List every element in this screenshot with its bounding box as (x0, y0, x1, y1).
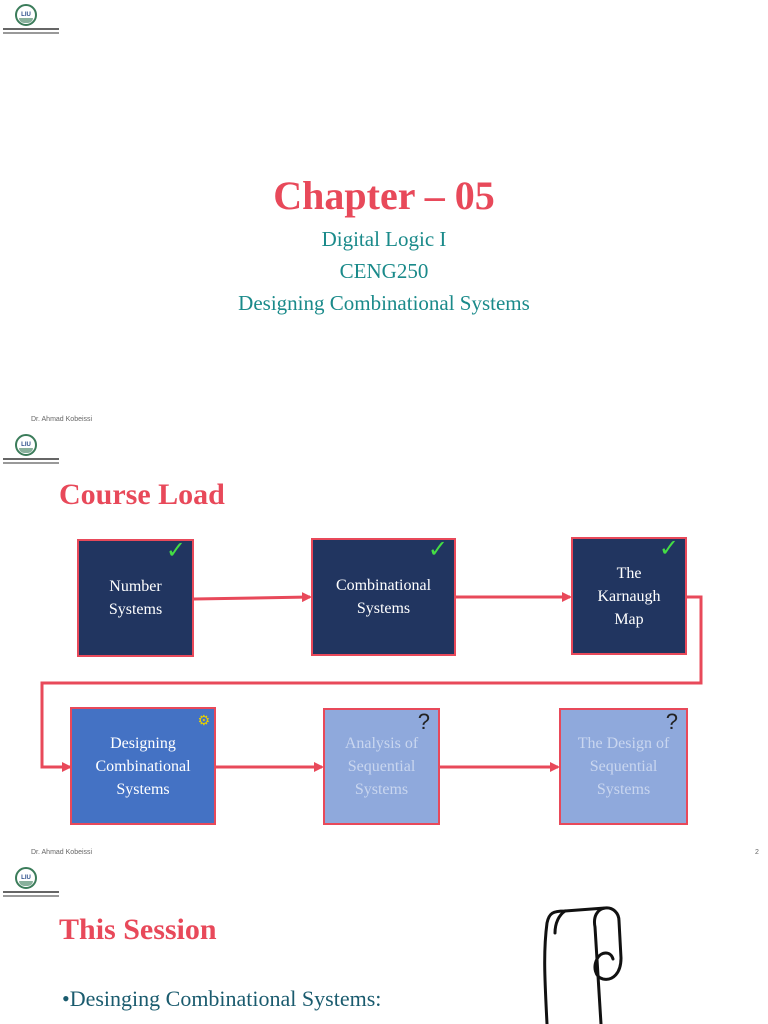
slide-title: Course Load (59, 478, 225, 511)
slide-footer: Dr. Ahmad Kobeissi (31, 416, 93, 423)
box-design-sequential: The Design of Sequential Systems ? (559, 708, 688, 825)
arrow-1-2 (193, 592, 312, 603)
liu-logo: LIU (3, 867, 61, 899)
liu-logo: LIU (3, 434, 61, 466)
question-icon: ? (417, 709, 430, 734)
slide-2: LIU Course Load Number Systems ✓ Combina… (0, 430, 768, 863)
liu-logo: LIU (3, 4, 61, 36)
subtitle-code: CENG250 (339, 259, 429, 283)
box-combinational-systems: Combinational Systems ✓ (311, 535, 456, 656)
subtitle-course: Digital Logic I (321, 227, 447, 251)
slide-title: This Session (59, 913, 217, 946)
page-number: 2 (755, 849, 759, 856)
box-number-systems: Number Systems ✓ (77, 536, 194, 657)
subtitle-topic: Designing Combinational Systems (238, 291, 530, 315)
flow-arrows (40, 592, 703, 772)
bullet-item: •Desinging Combinational Systems: (62, 986, 382, 1011)
question-icon: ? (665, 709, 678, 734)
gear-icon: ⚙ (197, 713, 210, 729)
slide-3: LIU This Session •Desinging Combinationa… (0, 863, 768, 1024)
box-analysis-sequential: Analysis of Sequential Systems ? (323, 708, 440, 825)
slide-1: LIU Chapter – 05 Digital Logic I CENG250… (0, 0, 768, 430)
arrow-3-4 (40, 595, 703, 772)
chapter-title: Chapter – 05 (273, 173, 495, 218)
check-icon: ✓ (658, 534, 679, 562)
scroll-icon (543, 906, 623, 1024)
box-designing-combinational-systems: Designing Combinational Systems ⚙ (70, 707, 216, 825)
slide-footer: Dr. Ahmad Kobeissi (31, 849, 93, 856)
check-icon: ✓ (165, 536, 186, 564)
check-icon: ✓ (427, 535, 448, 563)
box-karnaugh-map: The Karnaugh Map ✓ (571, 534, 687, 655)
